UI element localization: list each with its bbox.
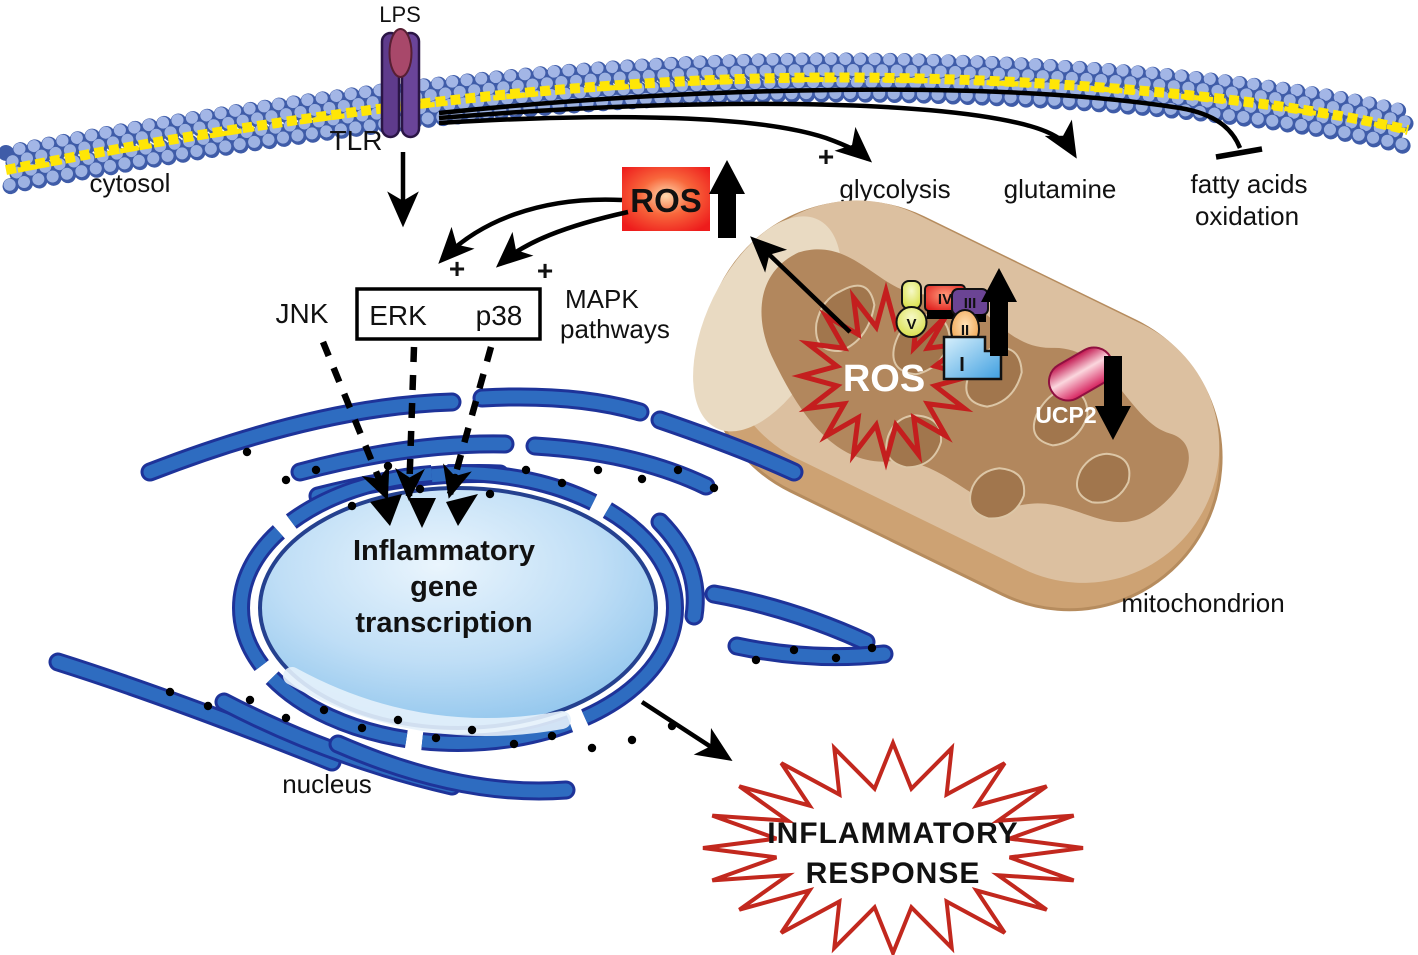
ucp2-group: UCP2 [1035, 346, 1131, 440]
er-strand [48, 652, 342, 772]
complex-i-label: I [959, 354, 965, 376]
glycolysis-label: glycolysis [839, 174, 950, 204]
ros-label: ROS [630, 182, 702, 219]
response-starburst [702, 737, 1084, 955]
cytosol-label: cytosol [90, 168, 171, 198]
mito-ros-label: ROS [843, 358, 925, 400]
er-strand [704, 584, 876, 652]
ros-box [622, 167, 710, 231]
nucleus-to-response-arrow [640, 700, 733, 761]
er-strand [727, 636, 894, 667]
ros-to-erk-arrow [438, 197, 623, 264]
complex-iv-base [927, 310, 964, 319]
nucleus-group: Inflammatory gene transcription [232, 464, 684, 752]
inhibition-tbar [1215, 146, 1263, 160]
plus-p38: + [537, 255, 553, 286]
p38-label: p38 [476, 300, 523, 331]
metabolic-arrows: + glycolysis glutamine fatty acids oxida… [438, 87, 1308, 231]
mitochondrion-label: mitochondrion [1121, 588, 1284, 618]
ros-up-arrow [709, 160, 745, 238]
complex-v-stalk [901, 280, 922, 310]
jnk-arrowhead [370, 494, 402, 526]
glycolysis-arrow [438, 114, 873, 163]
nucleus-label: nucleus [282, 769, 372, 799]
lps-molecule [388, 28, 413, 78]
er-strand [650, 512, 705, 626]
glutamine-arrow [438, 101, 1077, 159]
etc-complexes: V IV III II I [895, 268, 1017, 381]
mapk-label-line1: MAPK [565, 284, 639, 314]
complex-iv-label: IV [938, 291, 952, 308]
er-strand [290, 434, 515, 482]
plus-glycolysis: + [818, 141, 834, 172]
complex-v-head [895, 306, 928, 338]
mito-to-cytosol-ros-arrow [750, 236, 852, 334]
er-strand [328, 734, 576, 801]
response-text-line2: RESPONSE [806, 857, 981, 890]
er-strand [525, 436, 716, 496]
fatty-acids-label-line2: oxidation [1195, 201, 1299, 231]
plus-erk: + [449, 253, 465, 284]
tlr-label: TLR [330, 125, 383, 156]
ros-to-p38-arrow [495, 209, 629, 268]
erk-arrowhead [408, 498, 436, 528]
p38-arrowhead [446, 494, 478, 526]
erk-dashed-arrow [394, 346, 425, 501]
mapk-box [355, 287, 542, 341]
er-strand [140, 392, 462, 482]
complex-ii-label: II [961, 322, 969, 339]
complex-iii-label: III [964, 295, 977, 312]
fatty-acids-label-line1: fatty acids [1190, 169, 1307, 199]
response-text-line1: INFLAMMATORY [767, 817, 1018, 850]
mapk-label-line2: pathways [560, 314, 670, 344]
nucleus-rim-highlight [283, 667, 571, 736]
complex-v-label: V [906, 316, 916, 333]
nucleus-text-line1: Inflammatory [353, 535, 535, 567]
etc-up-arrow [981, 268, 1017, 356]
nucleus-text-line3: transcription [355, 607, 532, 639]
ucp2-label: UCP2 [1035, 402, 1096, 428]
tlr-receptor: LPS TLR [330, 2, 421, 156]
jnk-label: JNK [276, 298, 329, 329]
fatty-acid-inhibition-line [438, 87, 1243, 149]
er-strand [472, 387, 650, 422]
nucleus-text-line2: gene [410, 571, 478, 603]
ros-box-group: ROS [622, 160, 745, 238]
mapk-group: JNK ERK p38 MAPK pathways [276, 284, 670, 344]
er-strand [650, 410, 804, 482]
inflammatory-response-group: INFLAMMATORY RESPONSE [702, 737, 1084, 955]
ucp2-down-arrow [1095, 356, 1131, 440]
erk-label: ERK [369, 300, 427, 331]
lps-label: LPS [379, 2, 421, 27]
glutamine-label: glutamine [1004, 174, 1117, 204]
